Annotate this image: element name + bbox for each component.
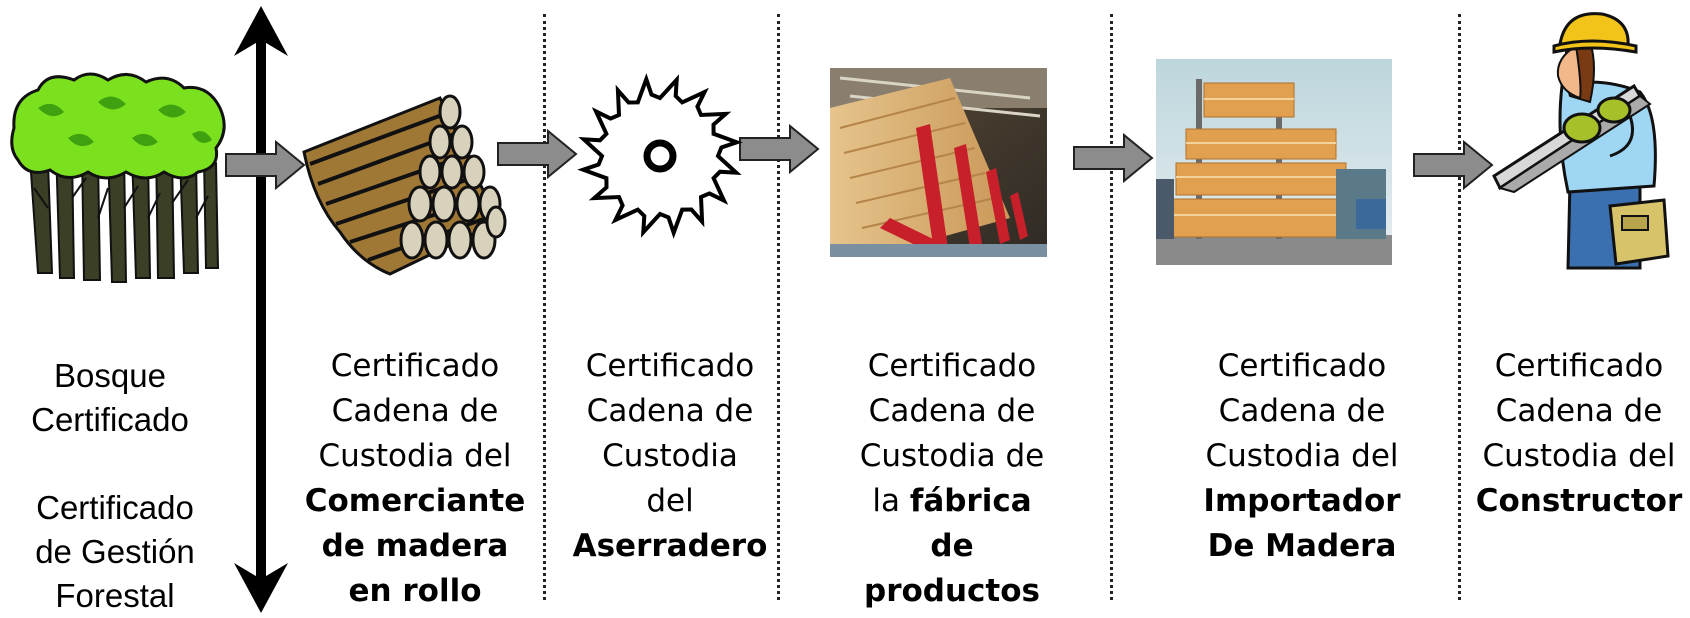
label-bold-word: fábrica [909,483,1032,519]
label-line: Cadena de [1495,393,1663,429]
stage-label-sawmill: Certificado Cadena de Custodia del Aserr… [556,344,784,569]
label-line: Certificado [36,489,194,526]
construction-worker-icon [1492,12,1670,270]
label-line: del [646,483,694,519]
label-line: Cadena de [1218,393,1386,429]
label-line-bold: Aserradero [572,528,768,564]
label-line-bold: De Madera [1207,528,1397,564]
label-line-bold: de madera [321,528,509,564]
label-line-bold: productos [864,573,1040,609]
flow-arrow-5 [1413,139,1494,191]
label-line: Cadena de [586,393,754,429]
stage-label-log-trader: Certificado Cadena de Custodia del Comer… [300,344,530,614]
flow-arrow-3 [739,123,820,175]
label-prefix: la [872,483,910,519]
label-line: Certificado [867,348,1037,384]
label-line: Custodia de [859,438,1045,474]
label-line: Custodia del [1482,438,1676,474]
stage-label-importer: Certificado Cadena de Custodia del Impor… [1184,344,1420,569]
label-line-bold: de [930,528,974,564]
label-line: Forestal [55,577,175,614]
label-line: Certificado [1217,348,1387,384]
divider-2 [777,14,780,600]
stage-label-forest: Bosque Certificado [0,354,220,442]
label-line: Cadena de [331,393,499,429]
label-line: Custodia del [318,438,512,474]
label-line: Certificado [585,348,755,384]
label-line: de Gestión [35,533,195,570]
flow-arrow-4 [1073,132,1154,184]
label-line-bold: Constructor [1475,483,1683,519]
label-line: Certificado [330,348,500,384]
log-pile-icon [302,94,507,276]
label-line: Custodia del [1205,438,1399,474]
label-line: Cadena de [868,393,1036,429]
saw-blade-icon [577,73,743,239]
flow-arrow-1 [225,139,306,191]
label-line-bold: en rollo [348,573,482,609]
label-line: Certificado [31,401,189,438]
factory-photo [830,68,1047,257]
lumber-warehouse-photo [1156,59,1392,265]
stage-label-forest-management: Certificado de Gestión Forestal [0,486,230,618]
vertical-double-arrow [234,6,288,613]
label-line-bold: Importador [1203,483,1401,519]
divider-1 [543,14,546,600]
label-line: Certificado [1494,348,1664,384]
label-line-bold: Comerciante [304,483,526,519]
stage-label-factory: Certificado Cadena de Custodia de la fáb… [836,344,1068,614]
divider-3 [1110,14,1113,600]
label-line: Bosque [54,357,166,394]
label-line: Custodia [602,438,738,474]
label-line-mixed: la fábrica [836,479,1068,524]
divider-4 [1458,14,1461,600]
stage-label-builder: Certificado Cadena de Custodia del Const… [1470,344,1688,524]
forest-icon [10,72,226,283]
flow-arrow-2 [497,128,578,180]
